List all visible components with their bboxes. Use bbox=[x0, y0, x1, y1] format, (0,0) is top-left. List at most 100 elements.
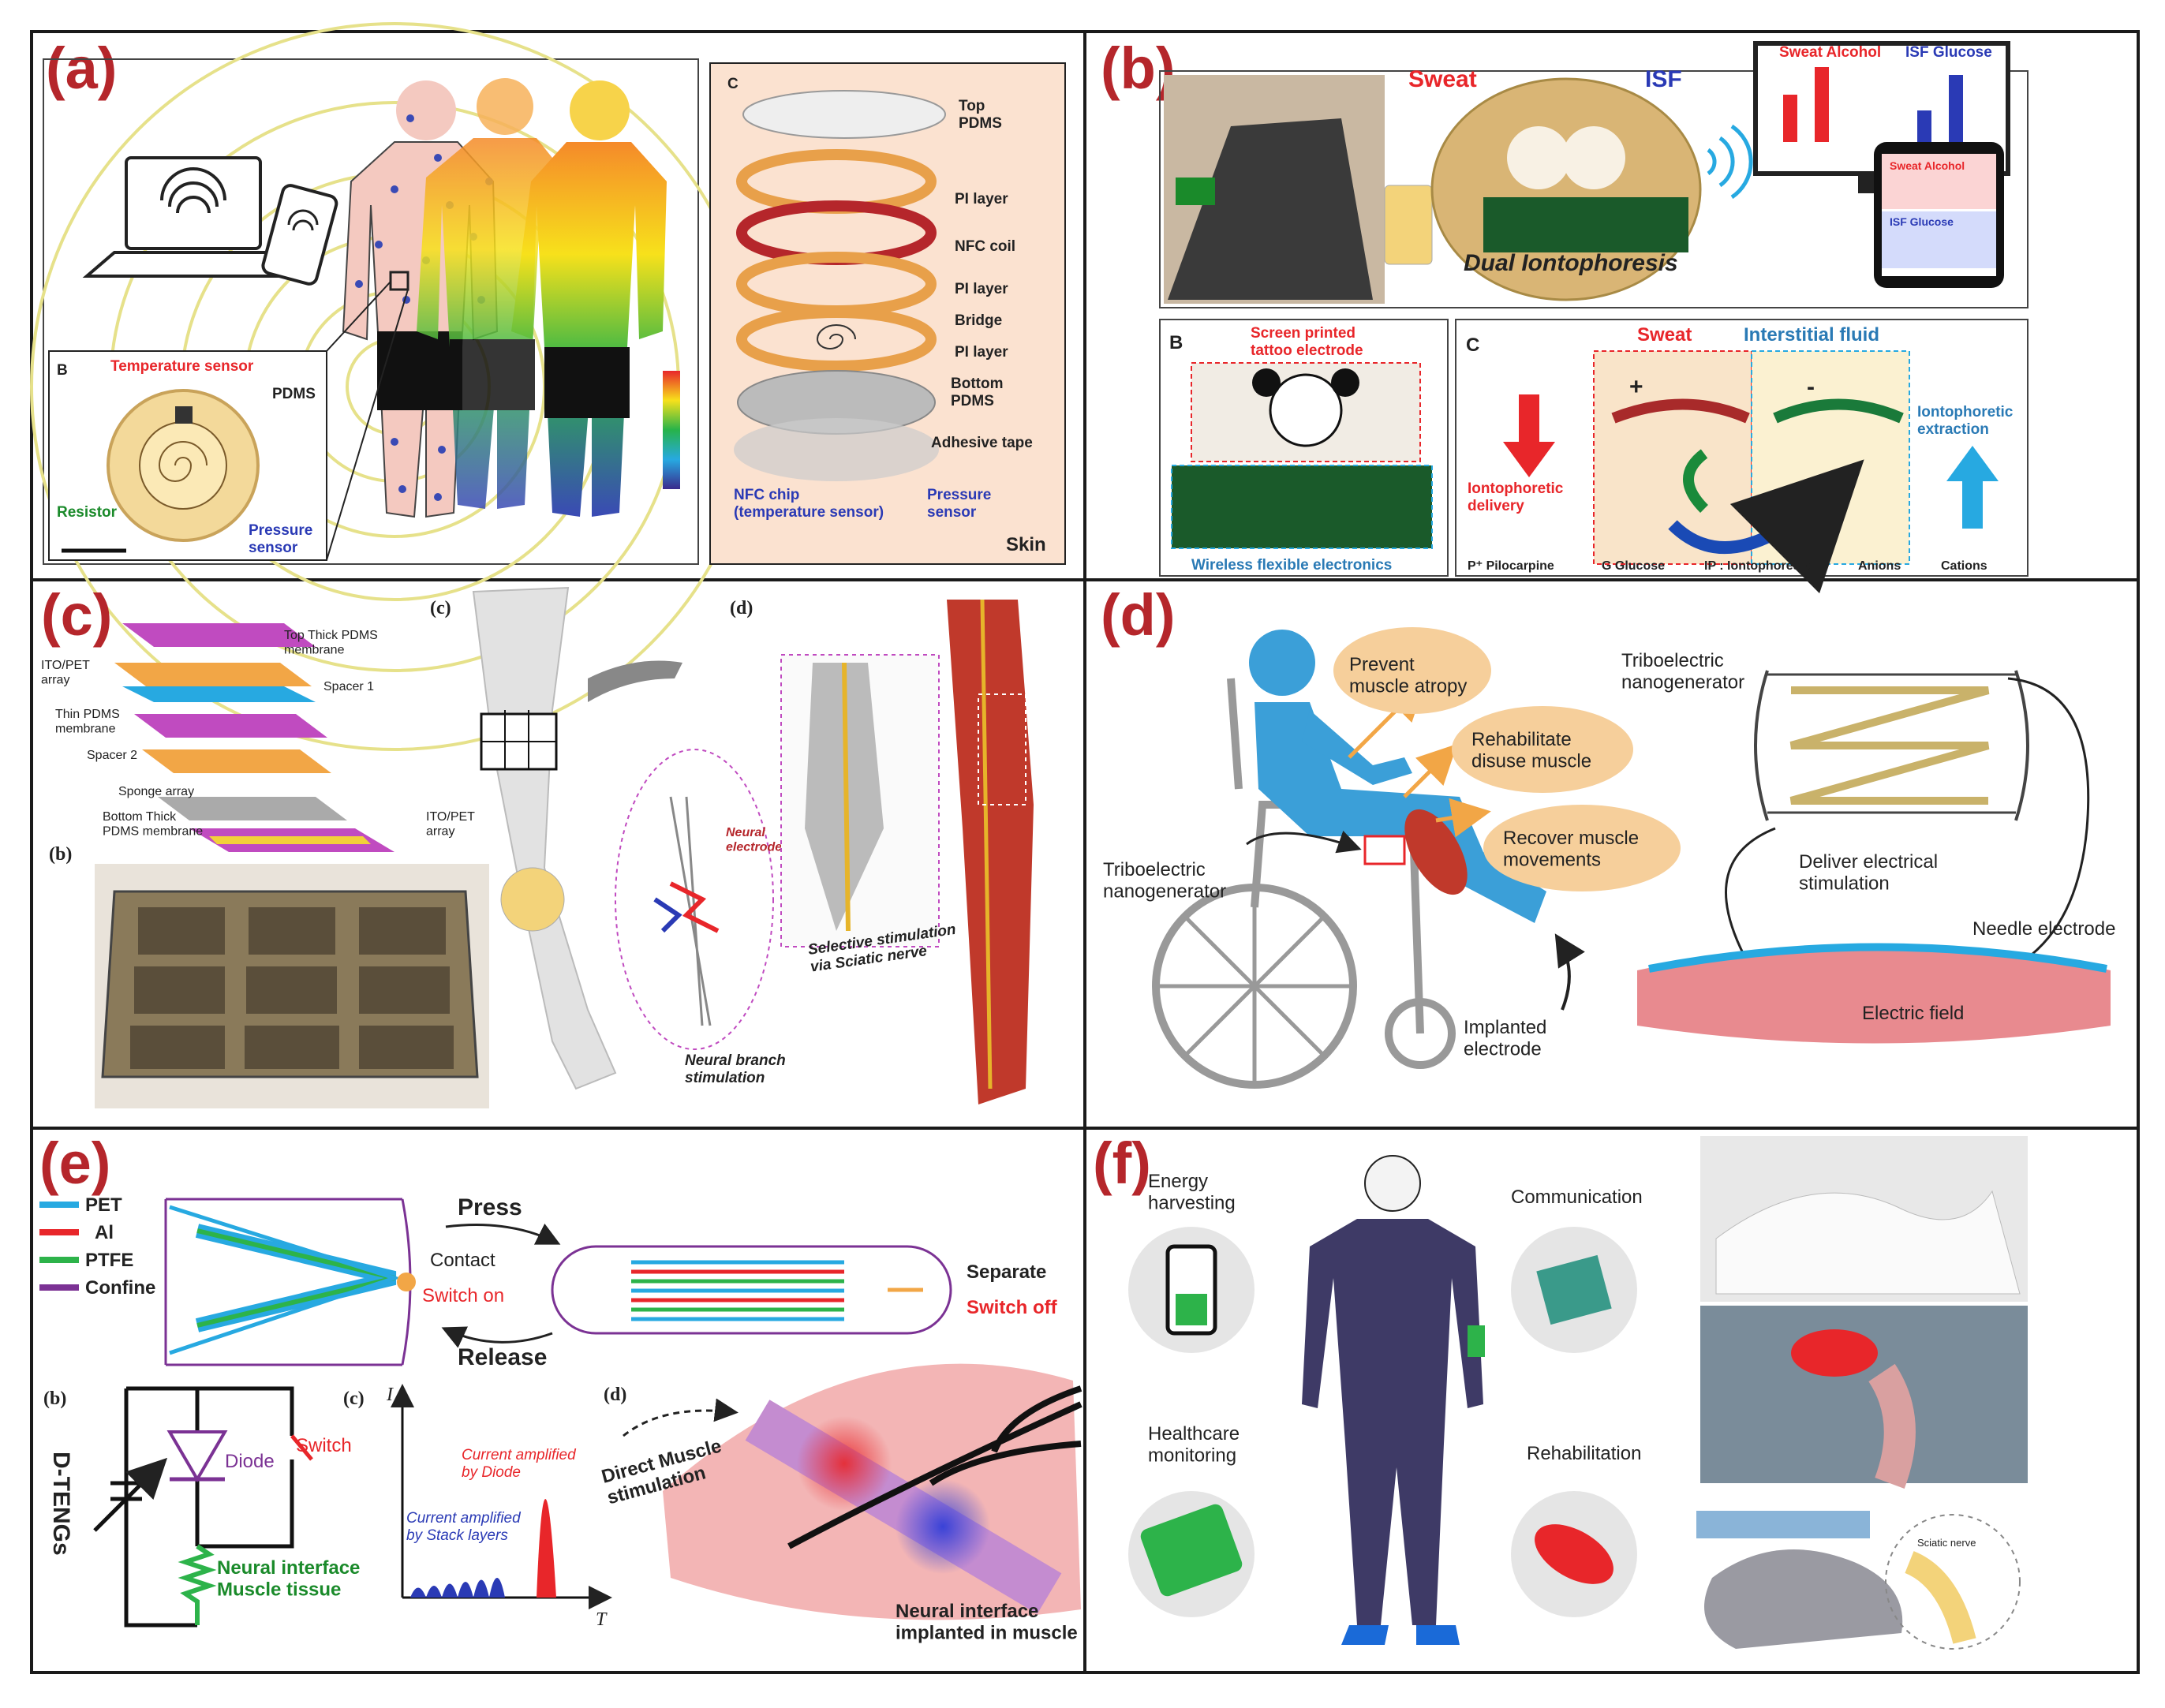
c-pi2: PI layer bbox=[955, 281, 1008, 297]
panel-a-inset-b: B Temperature sensor PDMS Resistor Press… bbox=[48, 281, 409, 561]
text-line: by Diode bbox=[462, 1464, 521, 1481]
temperature-sensor-label: Temperature sensor bbox=[110, 358, 254, 375]
panel-b-sub-c: C Sweat Interstitial fluid + - Iontophor… bbox=[1455, 319, 2029, 594]
text-line: Rehabilitate bbox=[1471, 729, 1572, 750]
communication-label: Communication bbox=[1511, 1187, 1643, 1208]
text-line: Triboelectric bbox=[1103, 859, 1206, 880]
text-line: Bottom bbox=[951, 376, 1003, 392]
rat-leg-photo bbox=[1700, 1306, 2028, 1483]
panel-b-letter: (b) bbox=[1101, 36, 1176, 101]
c-tape: Adhesive tape bbox=[931, 435, 1033, 451]
svg-text:C: C bbox=[1466, 334, 1479, 356]
text-line: stimulation bbox=[1799, 873, 1890, 895]
text-line: PDMS bbox=[959, 115, 1002, 132]
body-heatmap-2 bbox=[511, 80, 667, 517]
svg-text:B: B bbox=[1169, 332, 1183, 353]
bubble-prevent bbox=[1333, 627, 1491, 714]
text-line: sensor bbox=[249, 540, 298, 556]
muscle-stimulation bbox=[663, 1363, 1082, 1620]
dtengs-label: D-TENGs bbox=[48, 1452, 74, 1556]
text-line: Screen printed bbox=[1251, 325, 1355, 342]
color-scale-bar bbox=[663, 371, 680, 489]
text-line: Pressure bbox=[927, 487, 991, 503]
panel-a-letter: (a) bbox=[46, 36, 117, 101]
text-line: NFC chip bbox=[734, 487, 799, 503]
panel-e: (e) PET Al PTFE Confine Press Contact Sw… bbox=[39, 1131, 1082, 1644]
axis-t-label: T bbox=[596, 1609, 608, 1630]
text-line: nanogenerator bbox=[1103, 881, 1226, 903]
e-sub-b: (b) bbox=[43, 1388, 66, 1409]
text-line: Current amplified bbox=[406, 1510, 522, 1527]
panel-f-letter: (f) bbox=[1093, 1131, 1151, 1196]
text-line: monitoring bbox=[1148, 1445, 1236, 1467]
c-sweat-label: Sweat bbox=[1637, 324, 1692, 346]
phone-app-icon: Sweat Alcohol ISF Glucose bbox=[1874, 142, 2004, 288]
circuit bbox=[93, 1386, 313, 1628]
text-line: Prevent bbox=[1349, 654, 1415, 675]
dual-iontophoresis-label: Dual Iontophoresis bbox=[1464, 250, 1678, 276]
resistor-label: Resistor bbox=[57, 504, 118, 521]
c-bridge: Bridge bbox=[955, 312, 1002, 329]
text-line: movements bbox=[1503, 850, 1601, 871]
text-line: Neural bbox=[726, 826, 765, 839]
runner-figure bbox=[1302, 1155, 1485, 1645]
legend-confine: Confine bbox=[85, 1277, 155, 1299]
layer-stack bbox=[114, 623, 394, 852]
pdms-label: PDMS bbox=[272, 386, 316, 402]
text-line: Neural interface bbox=[896, 1601, 1038, 1622]
c-sub-b: (b) bbox=[49, 844, 72, 865]
panel-c-letter: (c) bbox=[41, 582, 112, 648]
text-line: Current amplified bbox=[462, 1447, 577, 1463]
switch-off-label: Switch off bbox=[967, 1297, 1058, 1318]
text-line: stimulation bbox=[685, 1070, 765, 1086]
svg-text:+: + bbox=[1629, 374, 1643, 400]
muscle-icon bbox=[1535, 1524, 1613, 1584]
zigzag-teng bbox=[1754, 670, 2029, 821]
text-line: harvesting bbox=[1148, 1193, 1236, 1214]
legend-anions: Anions bbox=[1858, 559, 1901, 573]
arm-model bbox=[472, 586, 774, 1090]
svg-text:ISF Glucose: ISF Glucose bbox=[1890, 215, 1954, 228]
svg-text:NFC chip(temperature sensor): NFC chip(temperature sensor) bbox=[734, 487, 884, 521]
c-pi1: PI layer bbox=[955, 191, 1008, 207]
legend-cations: Cations bbox=[1941, 559, 1987, 573]
legend-pilocarpine: P⁺ Pilocarpine bbox=[1468, 559, 1554, 573]
delivery-arrow bbox=[1503, 442, 1555, 477]
e-sub-c: (c) bbox=[343, 1388, 365, 1409]
text-line: implanted in muscle bbox=[896, 1623, 1078, 1644]
release-label: Release bbox=[458, 1344, 547, 1370]
text-line: tattoo electrode bbox=[1251, 342, 1363, 359]
needle-electrode bbox=[1648, 943, 2107, 973]
text-line: Thin PDMS bbox=[55, 708, 120, 721]
inset-c-letter: C bbox=[727, 76, 738, 92]
c-sub-c: (c) bbox=[430, 598, 451, 619]
interstitial-label: Interstitial fluid bbox=[1744, 324, 1879, 346]
text-line: ITO/PET bbox=[426, 810, 475, 824]
c-nfc: NFC coil bbox=[955, 238, 1015, 255]
text-line: ITO/PET bbox=[41, 659, 90, 672]
compressed-device bbox=[551, 1245, 952, 1335]
